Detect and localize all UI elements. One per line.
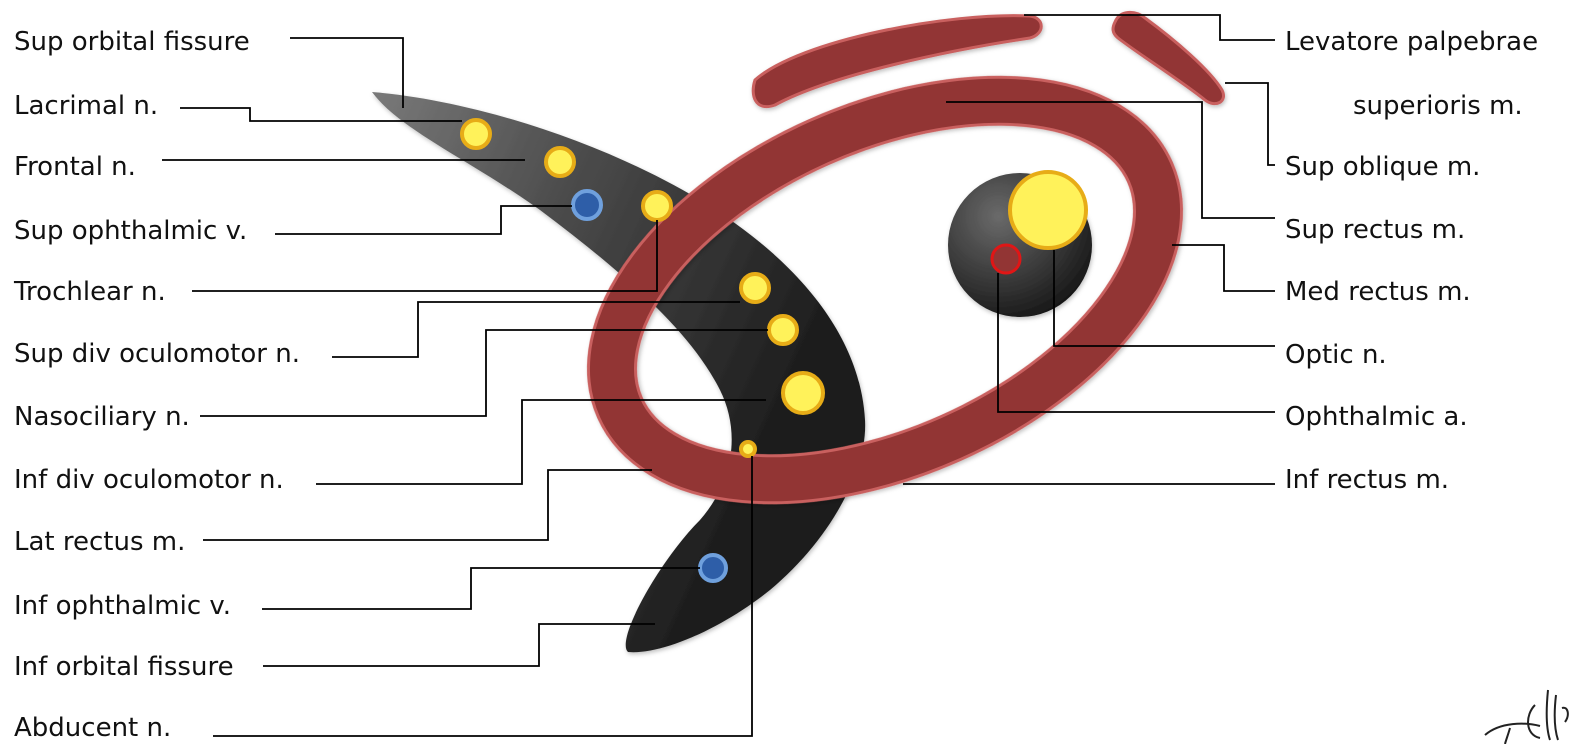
label-inf-div-oculomotor-nerve: Inf div oculomotor n.	[14, 465, 284, 495]
nerve-markers	[460, 118, 825, 458]
abducent-nerve-marker	[739, 440, 757, 458]
label-inf-orbital-fissure: Inf orbital fissure	[14, 652, 234, 682]
sup-orbital-fissure-shape	[372, 92, 866, 653]
label-sup-ophthalmic-vein: Sup ophthalmic v.	[14, 216, 248, 246]
left-leader-lines	[162, 37, 768, 737]
label-sup-div-oculomotor-nerve: Sup div oculomotor n.	[14, 339, 300, 369]
inf-ophthalmic-vein-marker	[698, 553, 728, 583]
label-ophthalmic-artery: Ophthalmic a.	[1285, 402, 1468, 432]
label-inf-rectus-muscle: Inf rectus m.	[1285, 465, 1450, 495]
sup-div-oculomotor-marker	[739, 272, 771, 304]
optic-nerve-marker	[1008, 170, 1088, 250]
signature-mark	[1484, 689, 1569, 744]
annulus-ring-core	[590, 78, 1180, 502]
vein-markers	[571, 189, 728, 583]
label-levatore-palpebrae: Levatore palpebrae	[1285, 27, 1539, 57]
label-inf-ophthalmic-vein: Inf ophthalmic v.	[14, 591, 232, 621]
sup-ophthalmic-vein-marker	[571, 189, 603, 221]
label-nasociliary-nerve: Nasociliary n.	[14, 402, 190, 432]
label-sup-oblique-muscle: Sup oblique m.	[1285, 152, 1481, 182]
levator-palpebrae-muscle	[751, 14, 1043, 109]
inf-div-oculomotor-marker	[781, 371, 825, 415]
label-trochlear-nerve: Trochlear n.	[14, 277, 166, 307]
label-lat-rectus-muscle: Lat rectus m.	[14, 527, 186, 557]
label-abducent-nerve: Abducent n.	[14, 713, 172, 743]
lacrimal-nerve-marker	[460, 118, 492, 150]
ophthalmic-artery-marker	[990, 243, 1022, 275]
label-superioris-muscle: superioris m.	[1353, 91, 1523, 121]
right-leader-lines	[903, 14, 1275, 485]
sup-oblique-muscle	[1111, 11, 1225, 106]
label-sup-orbital-fissure: Sup orbital fissure	[14, 27, 250, 57]
label-lacrimal-nerve: Lacrimal n.	[14, 91, 159, 121]
label-sup-rectus-muscle: Sup rectus m.	[1285, 215, 1466, 245]
label-frontal-nerve: Frontal n.	[14, 152, 136, 182]
nasociliary-nerve-marker	[767, 314, 799, 346]
frontal-nerve-marker	[544, 146, 576, 178]
label-med-rectus-muscle: Med rectus m.	[1285, 277, 1471, 307]
label-optic-nerve: Optic n.	[1285, 340, 1387, 370]
trochlear-nerve-marker	[641, 190, 673, 222]
